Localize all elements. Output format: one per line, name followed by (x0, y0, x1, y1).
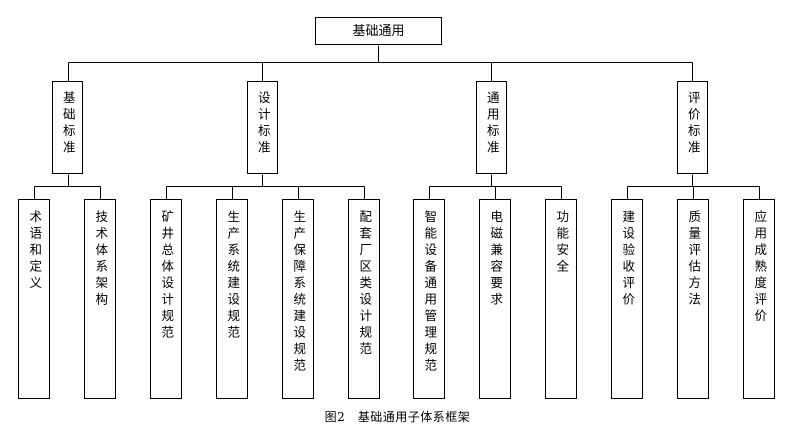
leaf-label: 技术体系架构 (93, 210, 109, 309)
category-label: 设计标准 (255, 91, 271, 157)
leaf-label: 生产系统建设规范 (225, 210, 241, 342)
category-node-design: 设计标准 (247, 81, 278, 174)
leaf-node: 配套厂区类设计规范 (348, 199, 380, 399)
leaf-label: 电磁兼容要求 (488, 210, 504, 309)
leaf-node: 矿井总体设计规范 (150, 199, 182, 399)
leaf-node: 功能安全 (545, 199, 577, 399)
leaf-label: 配套厂区类设计规范 (357, 210, 373, 359)
leaf-label: 术语和定义 (27, 210, 43, 293)
leaf-label: 质量评估方法 (686, 210, 702, 309)
category-label: 评价标准 (685, 91, 701, 157)
root-node: 基础通用 (315, 17, 442, 45)
leaf-node: 质量评估方法 (677, 199, 709, 399)
category-label: 通用标准 (484, 91, 500, 157)
leaf-label: 功能安全 (554, 210, 570, 276)
leaf-node: 生产保障系统建设规范 (282, 199, 314, 399)
leaf-label: 矿井总体设计规范 (159, 210, 175, 342)
category-node-general: 通用标准 (476, 81, 507, 174)
leaf-node: 建设验收评价 (611, 199, 643, 399)
category-label: 基础标准 (60, 91, 76, 157)
category-node-evaluation: 评价标准 (677, 81, 708, 174)
leaf-node: 生产系统建设规范 (216, 199, 248, 399)
leaf-label: 智能设备通用管理规范 (422, 210, 438, 375)
leaf-node: 电磁兼容要求 (479, 199, 511, 399)
category-node-basic: 基础标准 (52, 81, 83, 174)
leaf-label: 应用成熟度评价 (752, 210, 768, 326)
leaf-node: 技术体系架构 (84, 199, 116, 399)
leaf-node: 术语和定义 (18, 199, 50, 399)
leaf-label: 生产保障系统建设规范 (291, 210, 307, 375)
root-node-label: 基础通用 (352, 23, 405, 39)
leaf-node: 应用成熟度评价 (743, 199, 775, 399)
figure-caption: 图2 基础通用子体系框架 (324, 410, 471, 424)
leaf-label: 建设验收评价 (620, 210, 636, 309)
leaf-node: 智能设备通用管理规范 (413, 199, 445, 399)
